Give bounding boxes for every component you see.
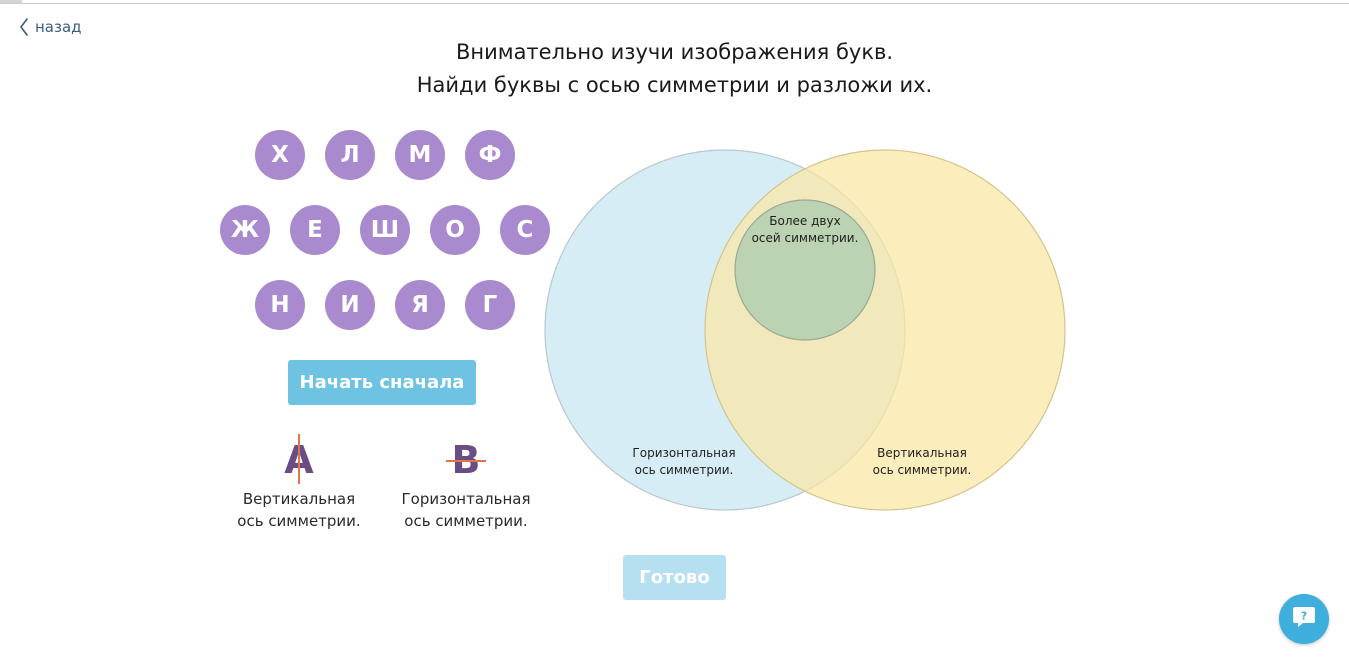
horizontal-zone-label-line-1: Горизонтальная <box>632 446 736 460</box>
letter-tile-ef[interactable]: Ф <box>465 130 515 180</box>
example-vertical-caption-line-1: Вертикальная <box>242 490 356 508</box>
chevron-left-icon <box>19 18 29 36</box>
example-horizontal-glyph: В <box>444 434 488 484</box>
vertical-axis-line <box>298 434 300 484</box>
back-link-label: назад <box>35 18 82 36</box>
vertical-zone-label-line-1: Вертикальная <box>877 446 967 460</box>
question-bubble-icon: ? <box>1291 604 1317 634</box>
letter-tile-zhe[interactable]: Ж <box>220 205 270 255</box>
example-vertical-glyph: А <box>277 434 321 484</box>
svg-text:?: ? <box>1301 610 1307 623</box>
example-vertical-caption: Вертикальная ось симметрии. <box>229 488 369 532</box>
instruction-line-2: Найди буквы с осью симметрии и разложи и… <box>416 73 933 97</box>
letter-tile-el[interactable]: Л <box>325 130 375 180</box>
letter-tile-o[interactable]: О <box>430 205 480 255</box>
example-vertical-axis: А Вертикальная ось симметрии. <box>229 434 369 532</box>
letter-tile-ge[interactable]: Г <box>465 280 515 330</box>
vertical-zone-label-line-2: ось симметрии. <box>872 463 972 477</box>
instruction-title: Внимательно изучи изображения букв. Найд… <box>0 36 1349 102</box>
top-divider <box>0 3 1349 4</box>
done-button[interactable]: Готово <box>623 555 726 600</box>
letter-tile-ya[interactable]: Я <box>395 280 445 330</box>
multi-zone-label-line-1: Более двух <box>769 214 841 228</box>
venn-diagram: Более двух осей симметрии. Горизонтальна… <box>540 145 1070 515</box>
letter-tile-en[interactable]: Н <box>255 280 305 330</box>
horizontal-axis-line <box>446 460 486 462</box>
multi-zone-label-line-2: осей симметрии. <box>751 231 859 245</box>
letter-tile-ye[interactable]: Е <box>290 205 340 255</box>
top-corner-tab <box>0 0 22 3</box>
instruction-line-1: Внимательно изучи изображения букв. <box>455 40 894 64</box>
example-horizontal-axis: В Горизонтальная ось симметрии. <box>391 434 541 532</box>
multi-axis-drop-zone[interactable] <box>734 199 876 341</box>
example-horizontal-caption-line-2: ось симметрии. <box>404 512 528 530</box>
example-horizontal-caption: Горизонтальная ось симметрии. <box>391 488 541 532</box>
letter-tile-em[interactable]: М <box>395 130 445 180</box>
letter-tile-kh[interactable]: Х <box>255 130 305 180</box>
letter-tile-es[interactable]: С <box>500 205 550 255</box>
back-link[interactable]: назад <box>19 16 82 38</box>
example-horizontal-caption-line-1: Горизонтальная <box>401 490 531 508</box>
horizontal-zone-label-line-2: ось симметрии. <box>634 463 734 477</box>
help-button[interactable]: ? <box>1279 594 1329 644</box>
example-vertical-caption-line-2: ось симметрии. <box>237 512 361 530</box>
restart-button[interactable]: Начать сначала <box>288 360 476 405</box>
letter-tile-sha[interactable]: Ш <box>360 205 410 255</box>
letter-tile-i[interactable]: И <box>325 280 375 330</box>
